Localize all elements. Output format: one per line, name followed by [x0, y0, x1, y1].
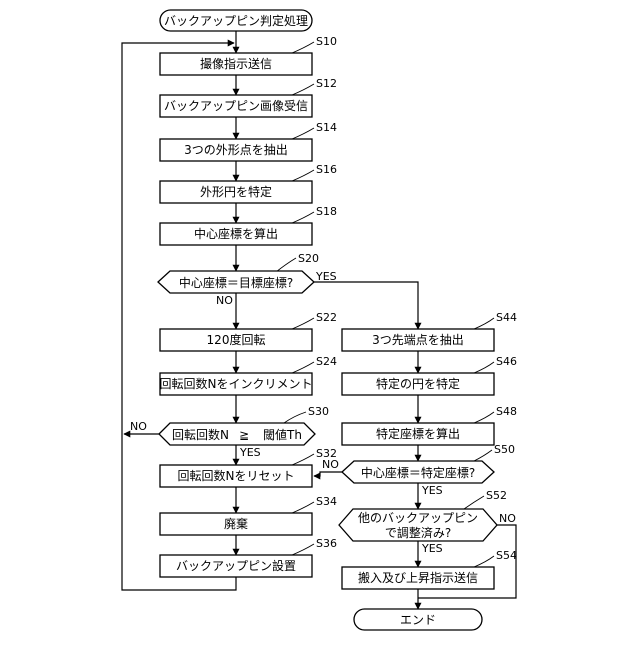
- s20-no-label: NO: [216, 294, 233, 307]
- step-number-s52: S52: [486, 489, 507, 502]
- s48-label: 特定座標を算出: [376, 426, 460, 441]
- s20-yes-label: YES: [315, 270, 337, 283]
- step-number-s14: S14: [316, 121, 337, 134]
- s24-label: 回転回数Nをインクリメント: [160, 376, 313, 391]
- s52-yes-label: YES: [421, 542, 443, 555]
- s30-operator: ≧: [239, 428, 249, 442]
- step-number-s36: S36: [316, 537, 337, 550]
- step-number-s20: S20: [298, 252, 319, 265]
- node-s22: 120度回転: [160, 329, 312, 351]
- step-number-s16: S16: [316, 163, 337, 176]
- step-leaders: [276, 42, 494, 567]
- node-start: バックアップピン判定処理: [160, 10, 312, 31]
- s52-label-line2: で調整済み?: [385, 525, 451, 540]
- s22-label: 120度回転: [207, 332, 266, 347]
- s30-no-label: NO: [130, 420, 147, 433]
- node-s36: バックアップピン設置: [160, 555, 312, 577]
- node-s24: 回転回数Nをインクリメント: [160, 373, 313, 395]
- s14-label: 3つの外形点を抽出: [184, 143, 288, 157]
- s52-label-line1: 他のバックアップピン: [358, 511, 478, 525]
- node-s16: 外形円を特定: [160, 181, 312, 203]
- s50-label: 中心座標＝特定座標?: [361, 465, 475, 480]
- s12-label: バックアップピン画像受信: [164, 99, 308, 113]
- step-number-s10: S10: [316, 35, 337, 48]
- step-number-s30: S30: [308, 405, 329, 418]
- s32-label: 回転回数Nをリセット: [178, 468, 295, 483]
- start-label: バックアップピン判定処理: [164, 13, 308, 28]
- step-number-s22: S22: [316, 311, 337, 324]
- s16-label: 外形円を特定: [200, 184, 272, 199]
- s20-label: 中心座標＝目標座標?: [179, 275, 293, 290]
- node-s32: 回転回数Nをリセット: [160, 465, 312, 487]
- node-s10: 撮像指示送信: [160, 53, 312, 75]
- node-s14: 3つの外形点を抽出: [160, 139, 312, 161]
- decision-s52: 他のバックアップピン で調整済み?: [339, 509, 497, 541]
- s30-left-label: 回転回数N: [172, 427, 229, 442]
- step-number-s46: S46: [496, 355, 517, 368]
- s54-label: 搬入及び上昇指示送信: [358, 570, 478, 585]
- node-end: エンド: [354, 609, 482, 630]
- step-number-s34: S34: [316, 495, 337, 508]
- s30-right-label: 閾値Th: [263, 427, 302, 442]
- step-number-s24: S24: [316, 355, 337, 368]
- s30-yes-label: YES: [239, 446, 261, 459]
- node-s18: 中心座標を算出: [160, 223, 312, 245]
- step-number-s12: S12: [316, 77, 337, 90]
- node-s44: 3つ先端点を抽出: [342, 329, 494, 351]
- end-label: エンド: [400, 613, 436, 627]
- decision-s20: 中心座標＝目標座標?: [158, 271, 314, 293]
- s18-label: 中心座標を算出: [194, 226, 278, 241]
- s50-no-label: NO: [322, 458, 339, 471]
- s44-label: 3つ先端点を抽出: [372, 333, 464, 347]
- decision-s30: 回転回数N ≧ 閾値Th: [159, 423, 315, 445]
- s34-label: 廃棄: [224, 516, 248, 531]
- step-number-s44: S44: [496, 311, 517, 324]
- step-number-s48: S48: [496, 405, 517, 418]
- step-number-s50: S50: [494, 443, 515, 456]
- decision-s50: 中心座標＝特定座標?: [342, 461, 494, 483]
- s46-label: 特定の円を特定: [376, 376, 460, 391]
- node-s48: 特定座標を算出: [342, 423, 494, 445]
- node-s12: バックアップピン画像受信: [160, 95, 312, 117]
- node-s54: 搬入及び上昇指示送信: [342, 567, 494, 589]
- node-s34: 廃棄: [160, 513, 312, 535]
- node-s46: 特定の円を特定: [342, 373, 494, 395]
- s50-yes-label: YES: [421, 484, 443, 497]
- s36-label: バックアップピン設置: [176, 558, 296, 573]
- step-number-s18: S18: [316, 205, 337, 218]
- s52-no-label: NO: [499, 512, 516, 525]
- step-number-s54: S54: [496, 549, 517, 562]
- s10-label: 撮像指示送信: [200, 56, 272, 71]
